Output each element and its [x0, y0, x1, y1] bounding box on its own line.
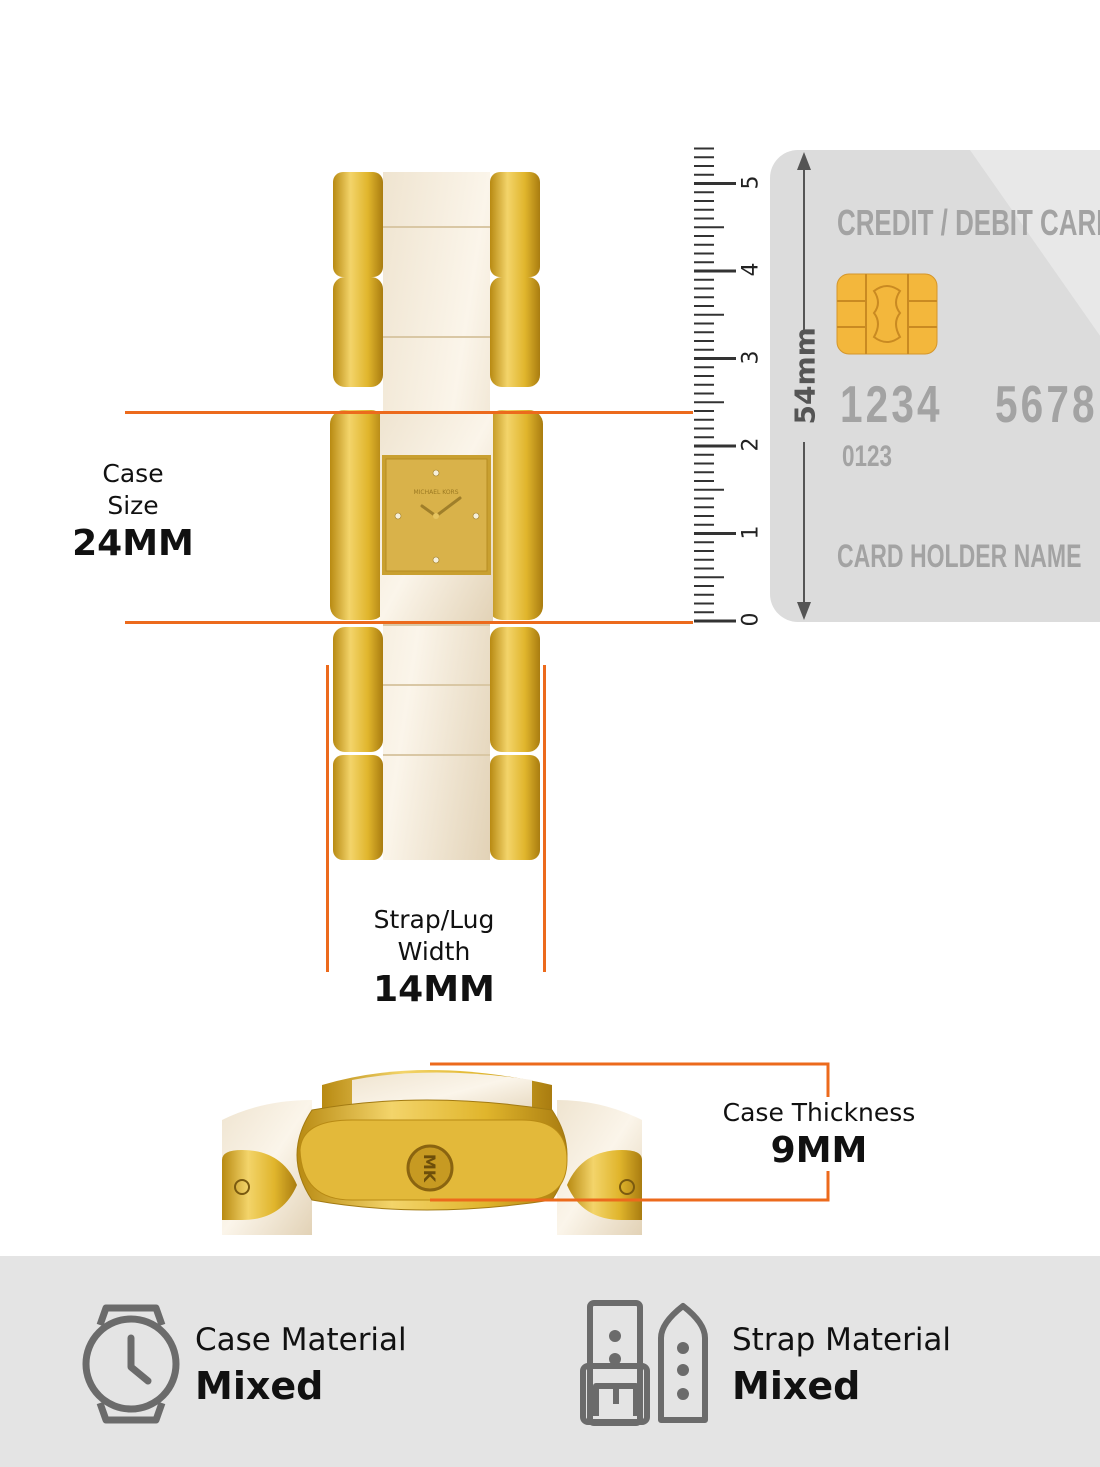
- case-thickness-title: Case Thickness: [722, 1098, 916, 1127]
- strap-width-left-line: [326, 665, 329, 972]
- card-height-label: 54mm: [788, 327, 822, 425]
- ruler: [694, 147, 736, 623]
- strap-width-label: Strap/Lug Width 14MM: [334, 904, 534, 1010]
- ruler-label: 0: [738, 612, 764, 627]
- case-material-title: Case Material: [195, 1322, 407, 1358]
- ruler-label: 5: [738, 175, 764, 189]
- card-height-arrow: [797, 152, 811, 620]
- strap-material-value: Mixed: [732, 1364, 861, 1408]
- strap-width-label-line1: Strap/Lug: [373, 905, 495, 934]
- strap-width-value: 14MM: [373, 969, 495, 1010]
- watch-icon: [82, 1304, 180, 1424]
- card-number-group1: 1234: [840, 376, 943, 434]
- case-thickness-label: Case Thickness 9MM: [709, 1097, 929, 1171]
- card-holder-name: CARD HOLDER NAME: [837, 538, 1082, 574]
- strap-material-title: Strap Material: [732, 1322, 952, 1358]
- watch-front-image: MICHAEL KORS: [330, 172, 543, 860]
- strap-width-right-line: [543, 665, 546, 972]
- strap-width-label-line2: Width: [397, 937, 471, 966]
- chip-icon: [836, 273, 938, 355]
- case-thickness-value: 9MM: [770, 1130, 868, 1171]
- caseback-logo: MK: [420, 1154, 439, 1183]
- case-material-value: Mixed: [195, 1364, 324, 1408]
- case-size-top-line: [125, 411, 693, 414]
- card-title: CREDIT / DEBIT CARD: [837, 202, 1100, 243]
- watch-side-image: MK: [222, 1070, 642, 1235]
- ruler-label: 4: [738, 262, 764, 277]
- case-size-label: Case Size 24MM: [53, 458, 213, 564]
- card-number-group2: 5678: [995, 376, 1098, 434]
- case-size-label-line1: Case: [102, 459, 164, 488]
- ruler-label: 1: [738, 525, 764, 539]
- case-size-bottom-line: [125, 621, 693, 624]
- strap-icon: [580, 1300, 708, 1426]
- ruler-label: 2: [738, 437, 764, 452]
- ruler-label: 3: [738, 350, 764, 364]
- materials-band: [0, 1256, 1100, 1467]
- card-glare: [970, 150, 1100, 350]
- case-size-value: 24MM: [72, 523, 194, 564]
- case-size-label-line2: Size: [107, 491, 159, 520]
- card-small-number: 0123: [842, 440, 893, 473]
- brand-text: MICHAEL KORS: [413, 489, 458, 496]
- credit-card-reference: CREDIT / DEBIT CARD 1234 5678 0123 CARD …: [770, 150, 1100, 622]
